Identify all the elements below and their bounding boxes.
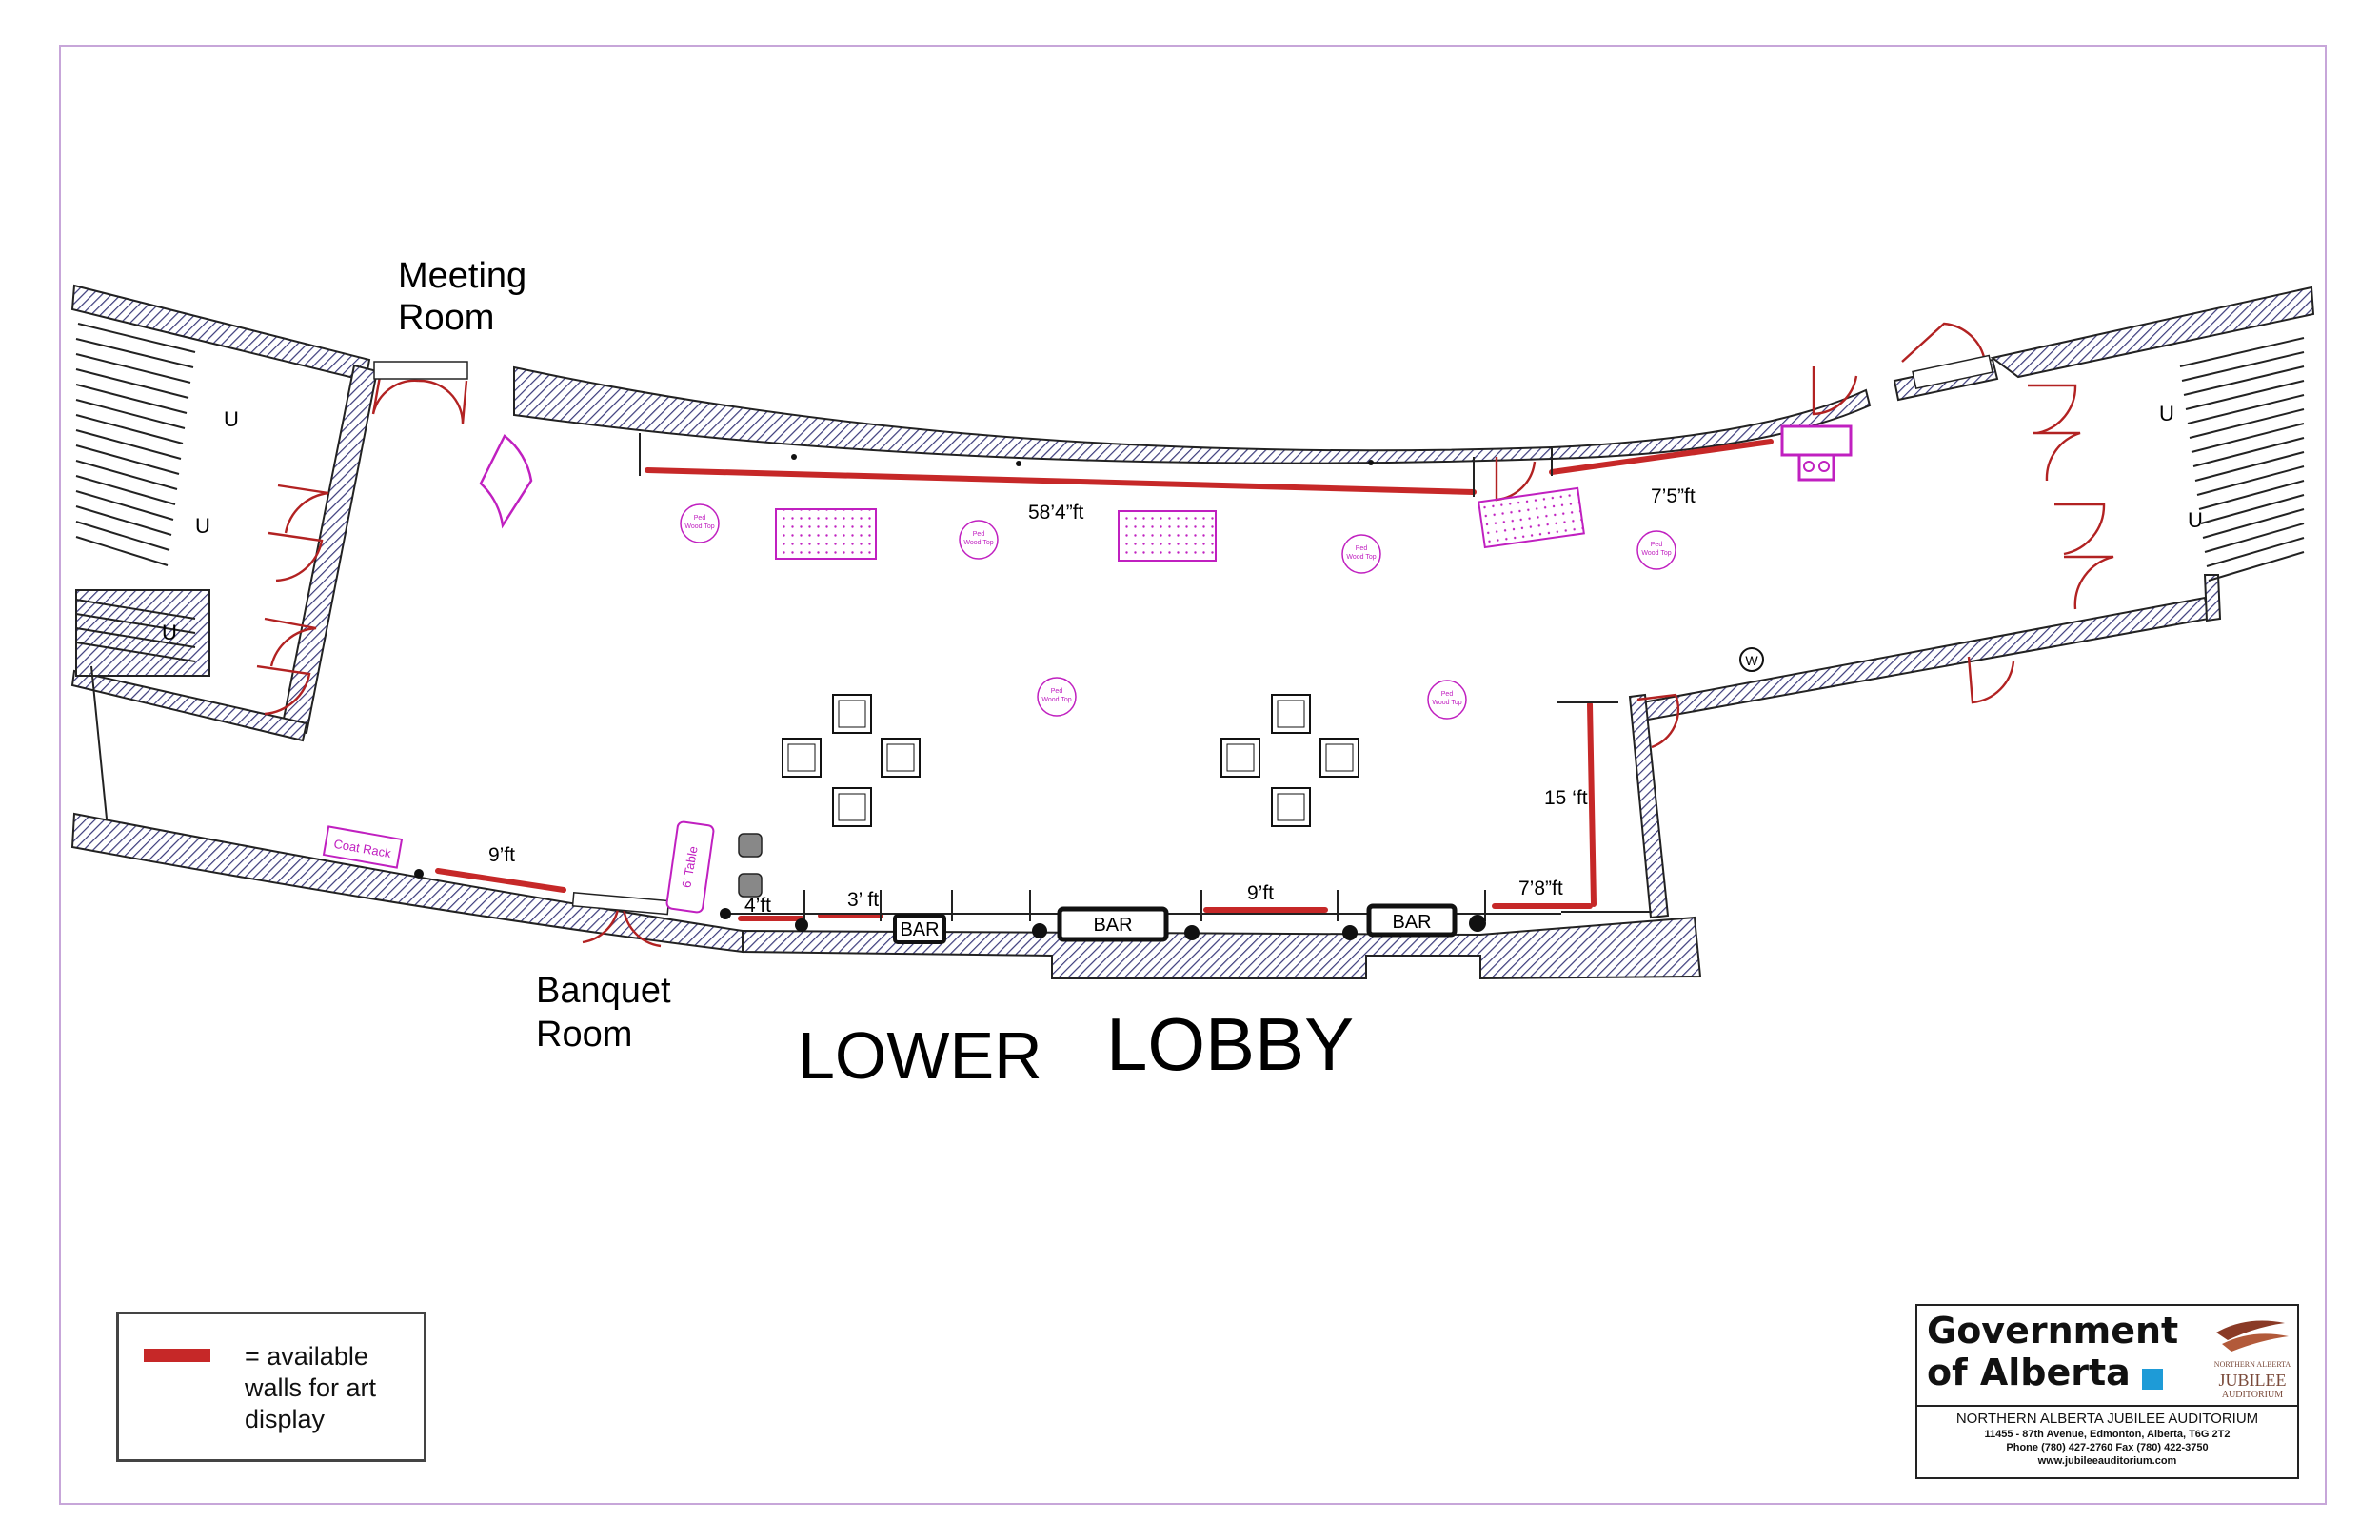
right-vertical-wall [1628,693,1670,919]
svg-text:Wood Top: Wood Top [684,523,714,530]
dim-3ft: 3’ ft [847,889,879,911]
doors [256,322,2114,948]
jubilee-logo-icon [2216,1320,2289,1352]
jubilee-logo-text: NORTHERN ALBERTA JUBILEE AUDITORIUM [2213,1360,2291,1400]
venue-web: www.jubileeauditorium.com [2037,1455,2177,1467]
bar-label: BAR [1093,915,1132,936]
page-frame [59,45,2327,1505]
lower-lobby-title-1: LOWER [798,1018,1042,1093]
av-unit [1780,424,1853,457]
stair-up-label: U [224,407,239,431]
stair-up-label: U [2159,402,2174,425]
washroom-label: W [1745,653,1758,668]
bar-1 [893,914,946,944]
stair-up-label: U [195,514,210,538]
art-wall-7ft5 [1549,439,1774,475]
washroom-icon [1739,647,1764,672]
venue-address: 11455 - 87th Avenue, Edmonton, Alberta, … [1984,1429,2231,1440]
svg-text:Ped: Ped [1651,542,1663,548]
government-name: Government of Alberta [1927,1310,2179,1393]
display-panel [1478,486,1585,549]
legend-swatch [144,1349,210,1362]
chair-cluster-left [782,694,921,827]
left-stairs [75,323,210,677]
venue-phone: Phone (780) 427-2760 Fax (780) 422-3750 [2006,1442,2209,1453]
left-inner-wall [280,364,379,735]
right-stairs [2179,337,2305,582]
svg-text:Ped: Ped [973,531,985,538]
display-panel [775,508,877,560]
ped-table: Ped Wood Top [1037,677,1077,717]
stair-up-label: U [162,621,177,644]
bars: BAR BAR BAR [893,903,1458,944]
svg-text:Ped: Ped [694,515,706,522]
dim-15ft: 15 ‘ft [1544,787,1588,809]
right-top-wall2 [1990,286,2315,379]
svg-text:Ped: Ped [1051,688,1063,695]
top-right-wall [1551,388,1872,461]
dim-7ft8: 7’8”ft [1518,878,1563,899]
bottom-right-wall [742,916,1702,980]
legend-text: = available walls for art display [245,1342,377,1433]
bar-2 [1057,906,1169,942]
dim-4ft: 4’ft [744,895,771,917]
lower-lobby-title-2: LOBBY [1106,1002,1354,1086]
svg-text:Ped: Ped [1441,691,1454,698]
svg-text:Wood Top: Wood Top [963,540,993,546]
svg-text:Wood Top: Wood Top [1432,700,1461,706]
six-foot-table [665,820,715,914]
coat-rack [322,825,404,869]
stair-up-label: U [2188,508,2203,532]
right-mid-wall [1631,596,2211,723]
door-openings [373,354,1993,916]
art-wall-58ft [645,467,1477,495]
display-panel [1118,510,1217,562]
dim-9ft: 9’ft [1247,882,1274,904]
ped-table: Ped Wood Top [1341,534,1381,574]
ped-table: Ped Wood Top [1636,530,1676,570]
reception-desk [479,434,533,529]
venue-name: NORTHERN ALBERTA JUBILEE AUDITORIUM [1955,1411,2259,1427]
furniture: Coat Rack 6’ Table [322,424,1853,914]
ped-table: Ped Wood Top [959,520,999,560]
right-corner-wall [2203,574,2222,622]
dim-top-right-wall: 7’5”ft [1651,485,1696,507]
ped-table: Ped Wood Top [1427,680,1467,720]
svg-text:Ped: Ped [1356,545,1368,552]
alberta-square-icon [2142,1369,2163,1390]
chair-cluster-right [1220,694,1359,827]
bins [738,833,763,898]
left-lower-wall [70,669,308,742]
art-wall-15ft [1587,701,1597,907]
ped-table: Ped Wood Top [680,503,720,543]
bar-label: BAR [1392,912,1431,933]
venue-info: NORTHERN ALBERTA JUBILEE AUDITORIUM 1145… [1917,1405,2297,1467]
dim-left-wall: 9’ft [488,844,515,866]
dim-top-wall: 58’4”ft [1028,502,1084,523]
svg-text:Wood Top: Wood Top [1641,550,1671,557]
bottom-wall [70,812,744,954]
legend: = available walls for art display [116,1312,426,1462]
ped-tables: Ped Wood Top Ped Wood Top Ped Wood Top P… [680,503,1676,720]
bar-label: BAR [900,919,939,940]
svg-text:Wood Top: Wood Top [1346,554,1376,561]
art-walls [435,439,1774,921]
art-wall-9ft-left [435,868,566,893]
title-block: Government of Alberta NORTHERN ALBERTA J… [1915,1304,2299,1479]
columns [414,454,1486,940]
top-wall [513,365,1553,464]
svg-text:Wood Top: Wood Top [1041,697,1071,703]
walls [70,284,2315,980]
bar-3 [1366,903,1458,938]
